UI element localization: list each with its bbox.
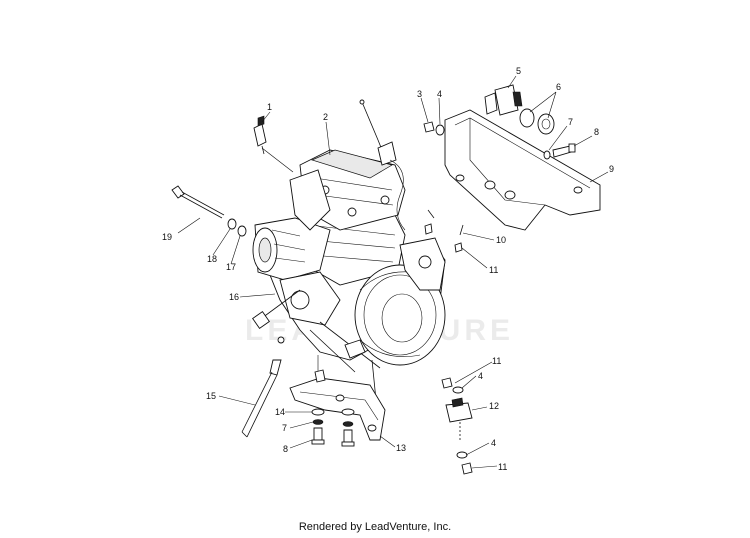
callout-1: 1 — [267, 102, 272, 112]
washer-18 — [227, 218, 237, 230]
callout-8b: 8 — [283, 444, 288, 454]
callout-16: 16 — [229, 292, 239, 302]
callout-8: 8 — [594, 127, 599, 137]
mount-bracket-upper — [444, 109, 601, 231]
callout-11c: 11 — [498, 462, 507, 472]
callout-2: 2 — [323, 112, 328, 122]
long-bolt — [171, 185, 225, 219]
callout-4: 4 — [437, 89, 442, 99]
bolt-top-right — [543, 143, 576, 160]
callout-11b: 11 — [492, 356, 501, 366]
fasteners-10 — [424, 209, 464, 253]
callout-7: 7 — [568, 117, 573, 127]
callout-4c: 4 — [491, 438, 496, 448]
footer-credit: Rendered by LeadVenture, Inc. — [298, 521, 452, 533]
callout-3: 3 — [417, 89, 422, 99]
callout-18: 18 — [207, 254, 217, 264]
lower-mount-hardware — [311, 408, 355, 447]
callout-7b: 7 — [282, 423, 287, 433]
leader-lines — [177, 75, 609, 469]
nut-washer-top — [423, 121, 445, 136]
engine-assembly — [252, 99, 446, 421]
callout-6: 6 — [556, 82, 561, 92]
spark-plug — [253, 115, 267, 155]
dipstick-tube — [241, 336, 285, 438]
callout-13: 13 — [396, 443, 406, 453]
callout-5: 5 — [516, 66, 521, 76]
callout-10: 10 — [496, 235, 506, 245]
callout-9: 9 — [609, 164, 614, 174]
callout-4b: 4 — [478, 371, 483, 381]
rubber-mount-lower — [441, 377, 473, 475]
callout-11: 11 — [489, 265, 498, 275]
callout-labels: 1 2 3 4 5 6 7 8 9 10 11 19 18 17 16 11 4… — [162, 66, 614, 472]
mount-bracket-lower — [289, 369, 386, 441]
callout-12: 12 — [489, 401, 499, 411]
callout-17: 17 — [226, 262, 236, 272]
callout-15: 15 — [206, 391, 216, 401]
callout-14: 14 — [275, 407, 285, 417]
washer-17 — [237, 225, 247, 237]
rubber-mount-top — [484, 84, 555, 135]
callout-19: 19 — [162, 232, 172, 242]
